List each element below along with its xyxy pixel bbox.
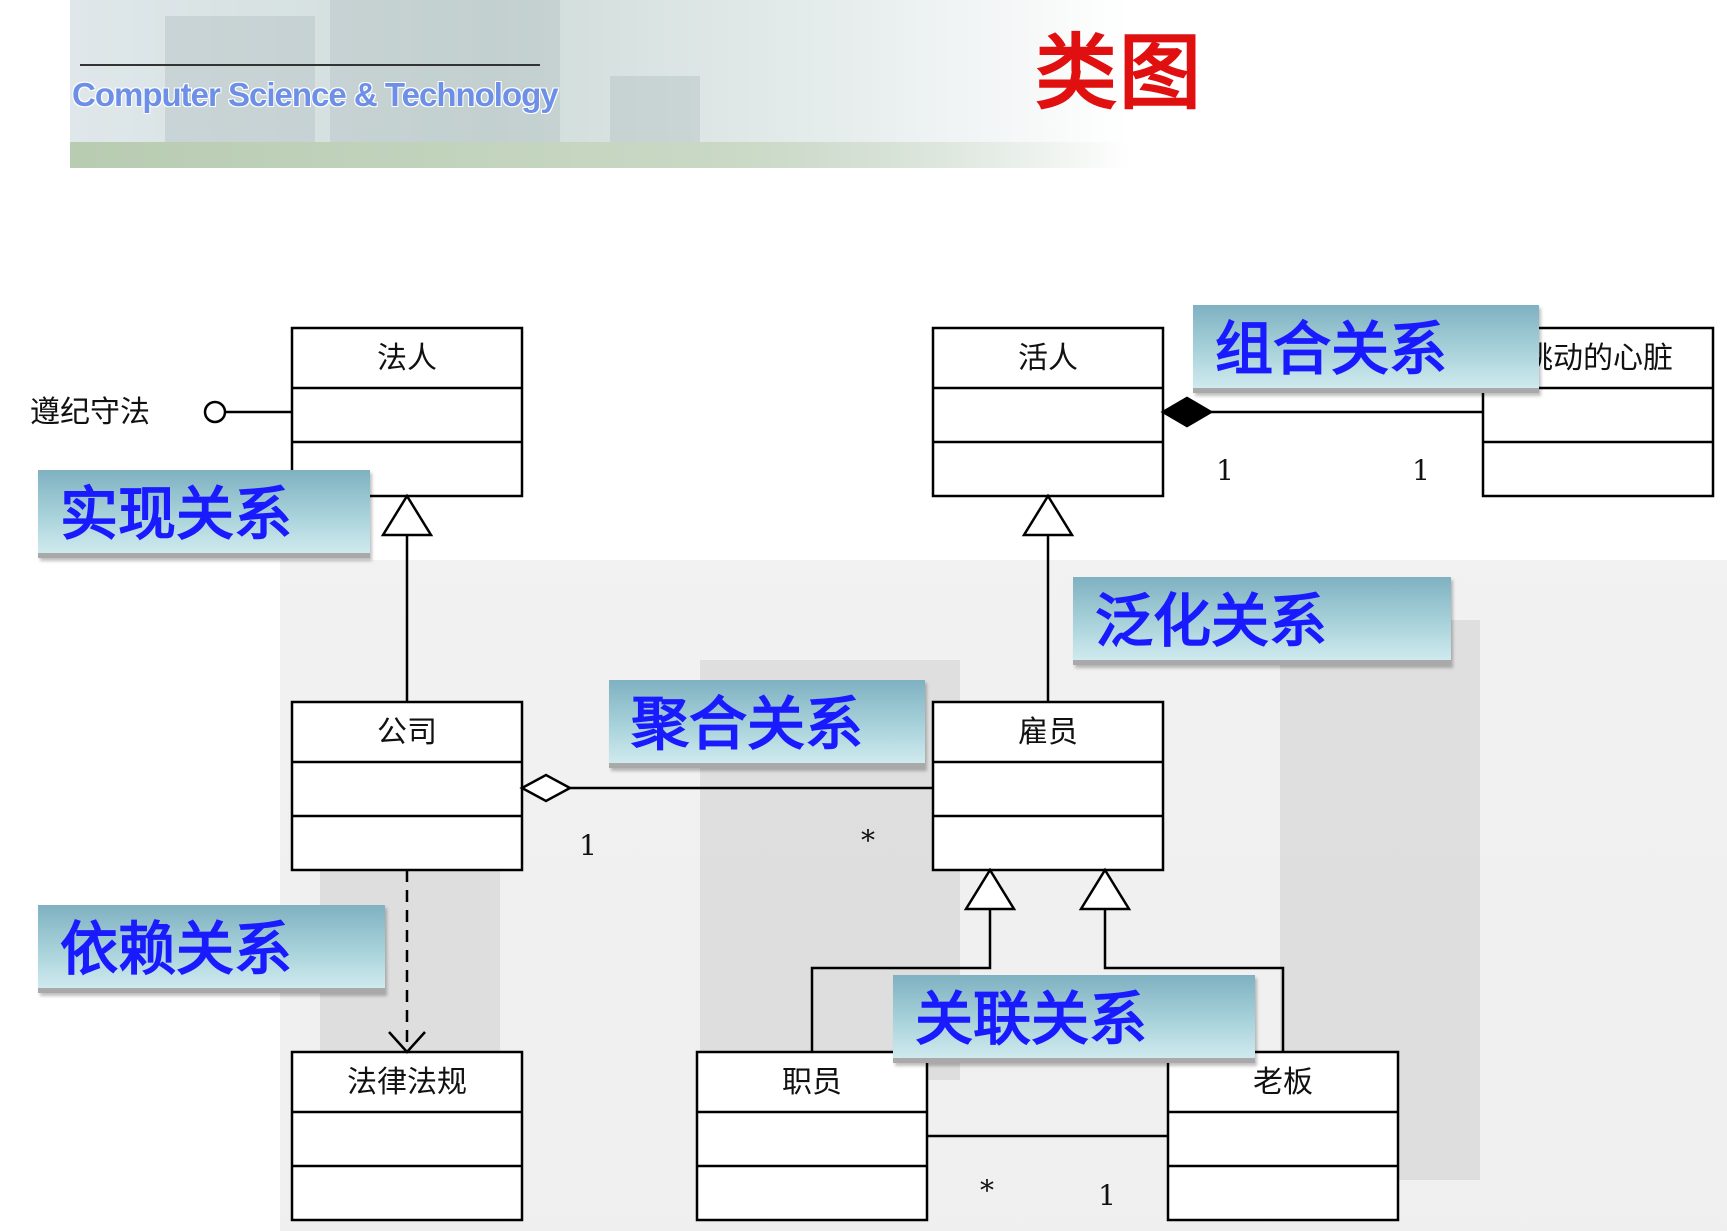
header-banner (70, 0, 1130, 168)
tag-generalization: 泛化关系 (1073, 577, 1451, 665)
multiplicity-composition-right: 1 (1412, 454, 1430, 487)
aggregation-connector (519, 773, 933, 803)
interface-lollipop (203, 400, 292, 424)
class-name-heart: 跳动的心脏 (1523, 341, 1673, 376)
realization-connector (380, 493, 434, 702)
generalization-connector (1021, 493, 1075, 702)
class-name-employee: 雇员 (1018, 715, 1078, 750)
multiplicity-aggregation-employee: * (861, 824, 875, 857)
banner-text: Computer Science & Technology (72, 76, 559, 113)
class-staff[interactable] (695, 1050, 929, 1222)
class-name-living-person: 活人 (1018, 341, 1078, 376)
tag-realization: 实现关系 (38, 470, 370, 558)
tag-composition: 组合关系 (1193, 305, 1539, 393)
multiplicity-composition-left: 1 (1216, 454, 1234, 487)
multiplicity-association-boss: 1 (1098, 1179, 1116, 1212)
class-living-person[interactable] (931, 326, 1165, 498)
generalization-boss-connector (1078, 867, 1285, 1052)
banner-building (165, 16, 315, 146)
class-name-staff: 职员 (782, 1065, 842, 1100)
page-title: 类图 (1035, 26, 1204, 121)
tag-dependency: 依赖关系 (38, 905, 385, 993)
banner-rule (80, 64, 540, 66)
banner-building (330, 0, 560, 146)
class-laws[interactable] (290, 1050, 524, 1222)
generalization-staff-connector (810, 867, 1017, 1052)
tag-aggregation: 聚合关系 (609, 680, 925, 768)
composition-connector (1160, 396, 1483, 428)
class-legal-person[interactable] (290, 326, 524, 498)
class-name-company: 公司 (377, 715, 437, 750)
class-boss[interactable] (1166, 1050, 1400, 1222)
interface-label: 遵纪守法 (30, 395, 150, 430)
class-name-legal-person: 法人 (377, 341, 437, 376)
class-employee[interactable] (931, 700, 1165, 872)
multiplicity-association-staff: * (980, 1174, 994, 1207)
class-name-laws: 法律法规 (347, 1065, 467, 1100)
banner-lawn (70, 142, 1130, 168)
class-name-boss: 老板 (1253, 1065, 1313, 1100)
banner-building (610, 76, 700, 146)
multiplicity-aggregation-company: 1 (579, 829, 597, 862)
dependency-connector (388, 870, 426, 1054)
tag-association: 关联关系 (893, 975, 1255, 1063)
